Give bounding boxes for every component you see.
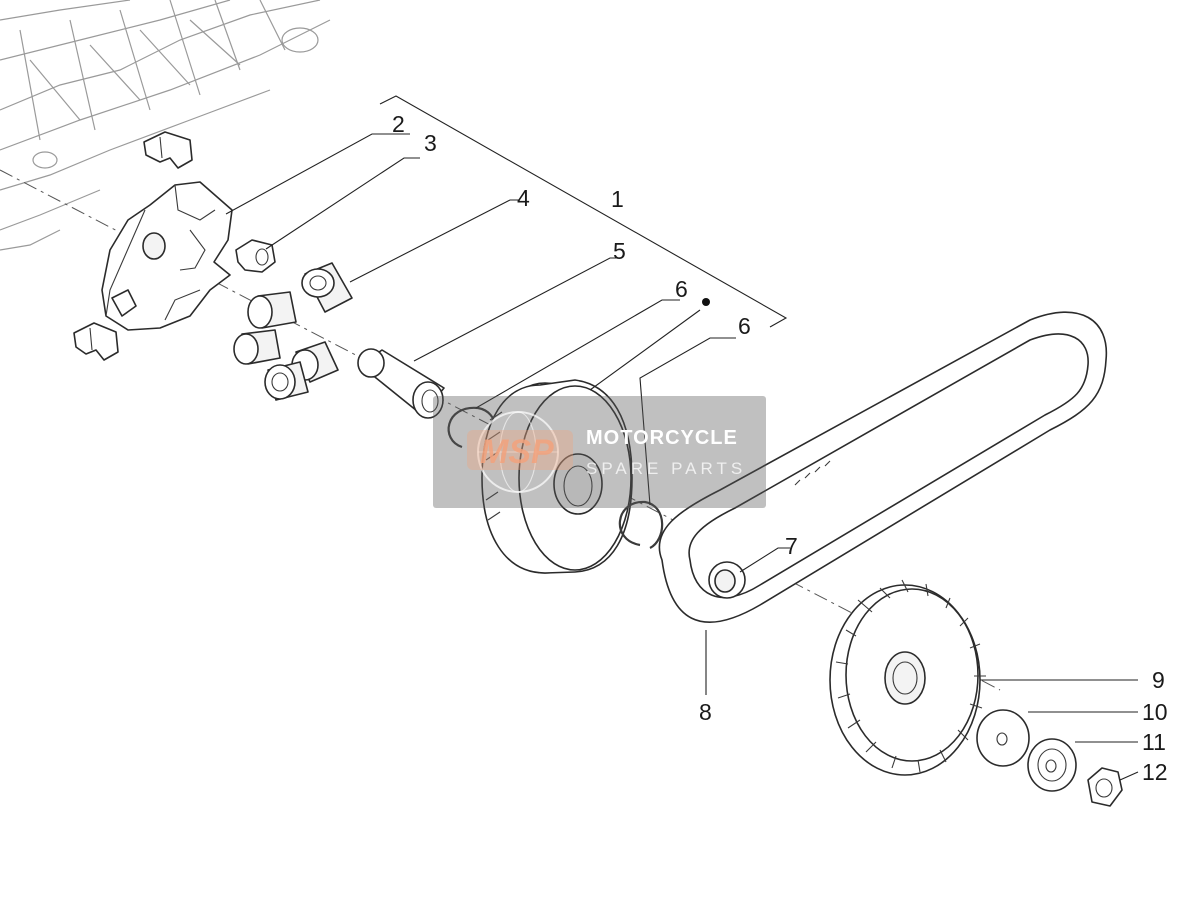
callout-8: 8 xyxy=(699,699,712,725)
center-axis xyxy=(0,169,1001,691)
nut xyxy=(1087,767,1123,807)
callout-6-lower: 6 xyxy=(738,313,751,339)
movable-pulley xyxy=(481,379,633,574)
callout-7: 7 xyxy=(785,533,798,559)
collar xyxy=(708,561,746,599)
engine-casing xyxy=(0,0,331,251)
reference-dot xyxy=(702,298,710,306)
slider-clip-bottom xyxy=(73,322,119,361)
ramp-plate xyxy=(101,181,233,331)
callout-5: 5 xyxy=(613,238,626,264)
washer xyxy=(976,709,1030,767)
callout-4: 4 xyxy=(517,185,530,211)
callout-12: 12 xyxy=(1142,759,1168,785)
watermark-box xyxy=(433,396,766,508)
roller-weights xyxy=(233,262,353,401)
callout-2: 2 xyxy=(392,111,405,137)
watermark-subtitle: SPARE PARTS xyxy=(586,459,746,478)
callout-9: 9 xyxy=(1152,667,1165,693)
watermark-logo-badge xyxy=(467,430,573,470)
callout-10: 10 xyxy=(1142,699,1168,725)
spring-washer xyxy=(1027,738,1077,792)
watermark: MSP MOTORCYCLE SPARE PARTS xyxy=(433,396,766,508)
fan-pulley xyxy=(829,579,986,776)
callout-6-upper: 6 xyxy=(675,276,688,302)
watermark-logo: MSP xyxy=(480,433,554,471)
slider-piece xyxy=(235,239,276,273)
circlip-right xyxy=(618,500,664,549)
callout-11: 11 xyxy=(1142,729,1166,755)
watermark-title: MOTORCYCLE xyxy=(586,427,738,449)
leader-lines xyxy=(225,133,1139,781)
callout-3: 3 xyxy=(424,130,437,156)
slider-clip-top xyxy=(143,131,193,169)
callout-1: 1 xyxy=(611,186,624,212)
assembly-bracket xyxy=(379,95,788,328)
bushing xyxy=(357,348,445,419)
